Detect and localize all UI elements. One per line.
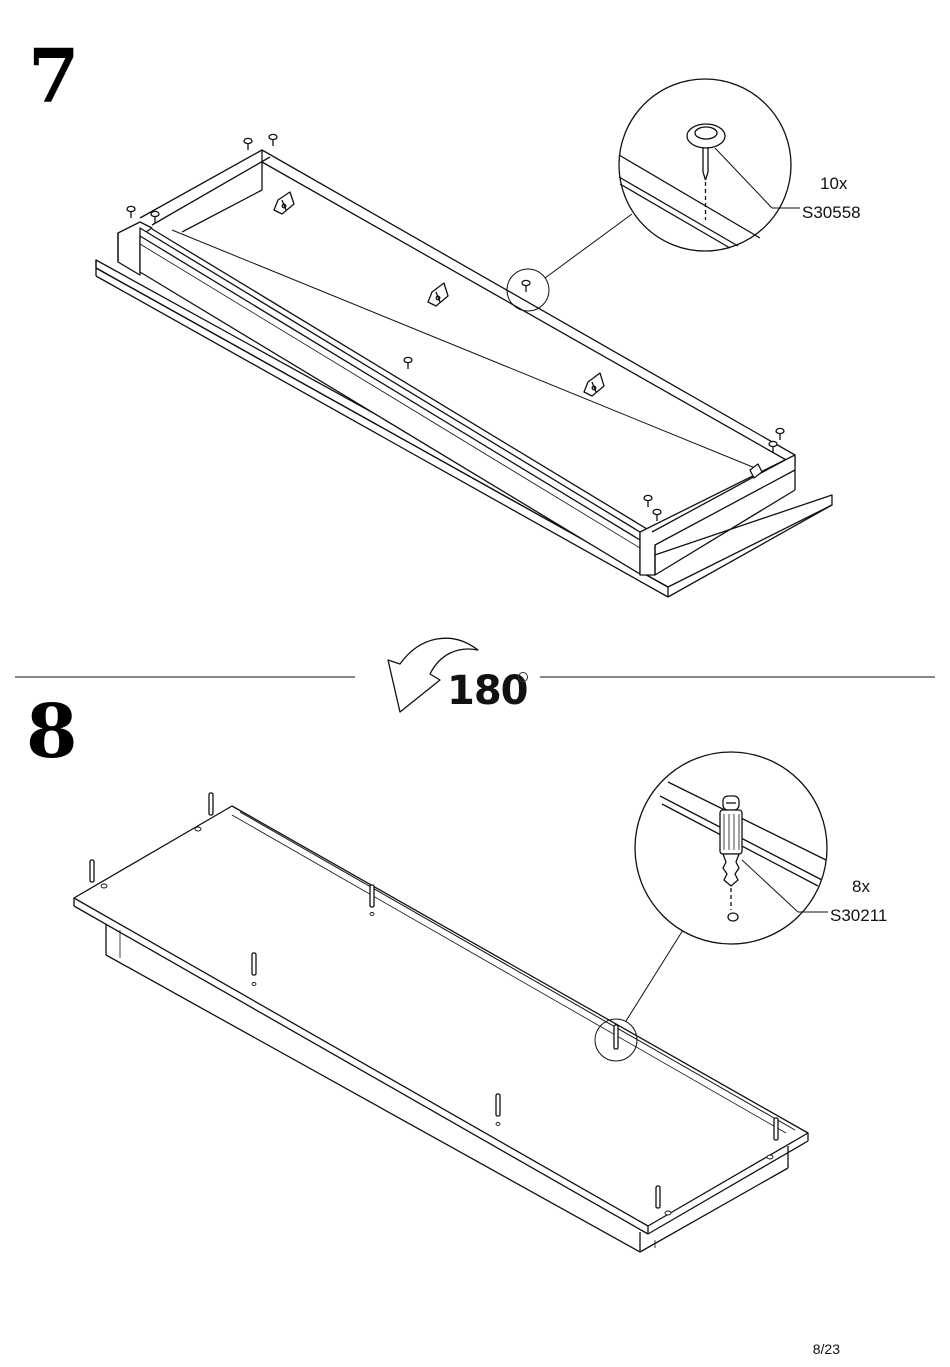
corner-bracket-icon <box>584 373 604 396</box>
step7-frame-assembly <box>96 79 832 597</box>
step8-detail-circle <box>635 752 828 944</box>
rotation-degrees: 180 <box>447 668 528 714</box>
degree-symbol <box>518 672 528 682</box>
step8-board-assembly <box>74 752 828 1252</box>
corner-bracket-icon <box>428 283 448 306</box>
step7-part-quantity: 10x <box>820 174 847 194</box>
step8-part-code: S30211 <box>830 906 887 926</box>
step7-part-code: S30558 <box>802 203 861 223</box>
step7-detail-circle <box>619 79 800 251</box>
step8-part-quantity: 8x <box>852 877 870 897</box>
step-8-number: 8 <box>26 695 78 769</box>
step-7-number: 7 <box>28 40 80 114</box>
corner-bracket-icon <box>274 192 294 214</box>
page-number: 8/23 <box>813 1341 840 1357</box>
